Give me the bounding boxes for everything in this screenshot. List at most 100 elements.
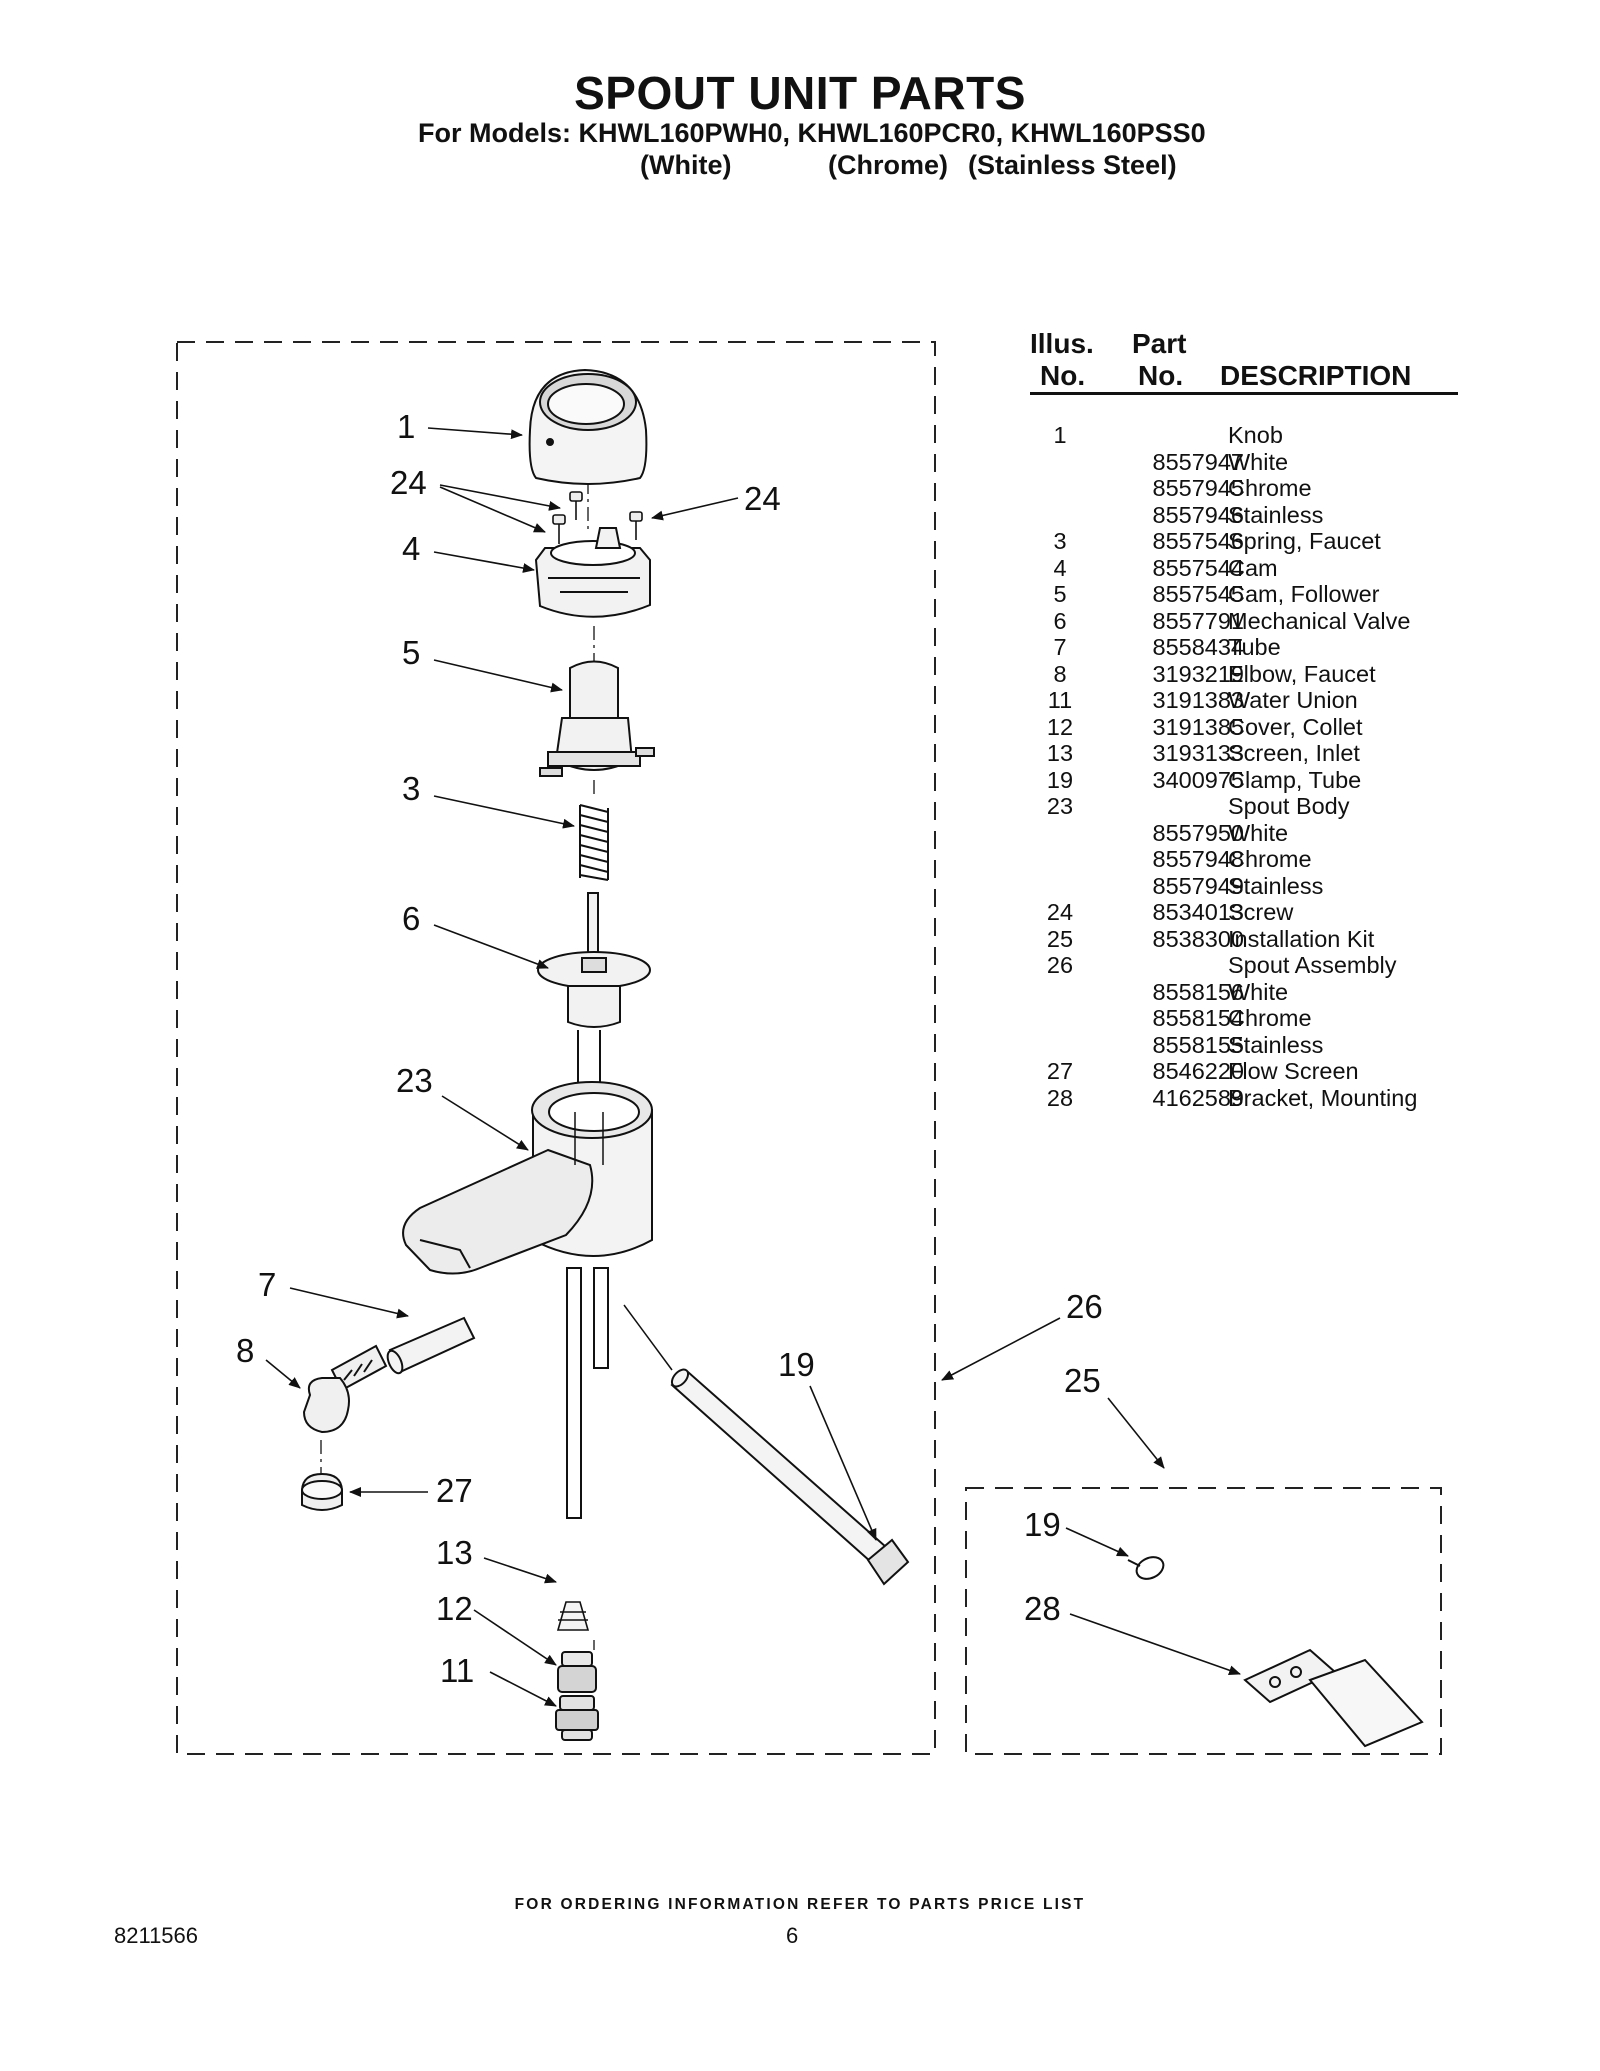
- supply-tubes: [566, 1267, 609, 1519]
- row-illus-number: 6: [1053, 607, 1067, 634]
- callout-7: 7: [258, 1266, 276, 1303]
- row-illus-number: 4: [1053, 554, 1067, 581]
- row-description: Spout Assembly: [1228, 952, 1397, 978]
- row-description: Mechanical Valve: [1228, 607, 1411, 634]
- callout-19-kit: 19: [1024, 1506, 1061, 1543]
- row-illus-number: 1: [1053, 422, 1067, 448]
- callout-27: 27: [436, 1472, 473, 1509]
- screw-parts: [552, 491, 643, 544]
- tube-part: [386, 1316, 476, 1375]
- callout-6: 6: [402, 900, 420, 937]
- row-description: Cam: [1228, 554, 1278, 581]
- row-description: Spring, Faucet: [1228, 528, 1381, 554]
- callout-3: 3: [402, 770, 420, 807]
- row-part-number: 8558434: [1152, 634, 1245, 660]
- row-illus-number: 8: [1053, 660, 1067, 687]
- header-illus-line2: No.: [1040, 360, 1086, 391]
- row-part-number: 8558155: [1152, 1031, 1245, 1058]
- row-part-number: 8557546: [1152, 528, 1245, 554]
- row-part-number: 8558154: [1152, 1005, 1245, 1031]
- row-part-number: 8557945: [1152, 475, 1245, 501]
- row-illus-number: 11: [1047, 687, 1073, 713]
- row-description: Clamp, Tube: [1228, 766, 1362, 793]
- header-part-line2: No.: [1138, 360, 1184, 391]
- callout-25: 25: [1064, 1362, 1101, 1399]
- tube-clamp-part: [1127, 1556, 1165, 1580]
- row-part-number: 8557947: [1152, 448, 1245, 475]
- row-description: Knob: [1228, 422, 1283, 448]
- spout-assembly-frame: [176, 341, 936, 1755]
- row-illus-number: 26: [1046, 952, 1074, 978]
- row-description: White: [1228, 978, 1289, 1005]
- callout-8: 8: [236, 1332, 254, 1369]
- cam-follower-part: [539, 660, 655, 777]
- callout-1: 1: [397, 408, 415, 445]
- row-illus-number: 12: [1046, 713, 1074, 740]
- callout-12: 12: [436, 1590, 473, 1627]
- row-description: Chrome: [1228, 475, 1312, 501]
- header-description: DESCRIPTION: [1220, 360, 1412, 391]
- header-part-line1: Part: [1132, 328, 1187, 359]
- faucet-spring-part: [579, 804, 609, 881]
- row-part-number: 3193133: [1152, 740, 1245, 766]
- elbow-part: [302, 1344, 388, 1434]
- row-part-number: 8557948: [1152, 846, 1245, 872]
- row-part-number: 8538300: [1152, 925, 1245, 952]
- row-description: Screw: [1228, 899, 1294, 925]
- models-line: For Models: KHWL160PWH0, KHWL160PCR0, KH…: [418, 118, 1206, 148]
- row-description: Installation Kit: [1228, 925, 1375, 952]
- row-illus-number: 27: [1046, 1058, 1074, 1084]
- row-part-number: 3191385: [1152, 713, 1245, 740]
- row-part-number: 3193219: [1152, 660, 1245, 687]
- callout-24-right: 24: [744, 480, 781, 517]
- row-part-number: 8534013: [1152, 899, 1245, 925]
- model-color-white: (White): [640, 150, 732, 180]
- mounting-bracket-part: [1243, 1648, 1424, 1748]
- row-description: White: [1228, 448, 1289, 475]
- row-description: Stainless: [1228, 501, 1324, 528]
- inlet-screen-part: [556, 1601, 590, 1631]
- parts-table-header: Illus. No. Part No. DESCRIPTION: [1030, 328, 1458, 396]
- row-part-number: 8557950: [1152, 819, 1245, 846]
- row-illus-number: 3: [1053, 528, 1067, 554]
- row-part-number: 8557791: [1152, 607, 1245, 634]
- callout-13: 13: [436, 1534, 473, 1571]
- callout-23: 23: [396, 1062, 433, 1099]
- row-part-number: 4162589: [1152, 1084, 1245, 1111]
- flow-screen-part: [301, 1472, 343, 1511]
- row-description: Chrome: [1228, 1005, 1312, 1031]
- callout-19-main: 19: [778, 1346, 815, 1383]
- cam-part: [534, 527, 651, 618]
- installation-kit-frame: [965, 1487, 1442, 1755]
- row-description: Flow Screen: [1228, 1058, 1359, 1084]
- row-illus-number: 25: [1046, 925, 1074, 952]
- row-part-number: 3400975: [1152, 766, 1245, 793]
- row-description: Screen, Inlet: [1228, 740, 1360, 766]
- table-header-rule: [1030, 392, 1458, 395]
- parts-table-row: 26 Spout Assembly: [1030, 952, 1470, 979]
- page-title: SPOUT UNIT PARTS: [574, 67, 1026, 119]
- row-illus-number: 7: [1053, 634, 1067, 660]
- water-union-part: [555, 1695, 599, 1741]
- knob-part: [528, 368, 648, 485]
- row-illus-number: 24: [1046, 899, 1074, 925]
- callout-4: 4: [402, 530, 420, 567]
